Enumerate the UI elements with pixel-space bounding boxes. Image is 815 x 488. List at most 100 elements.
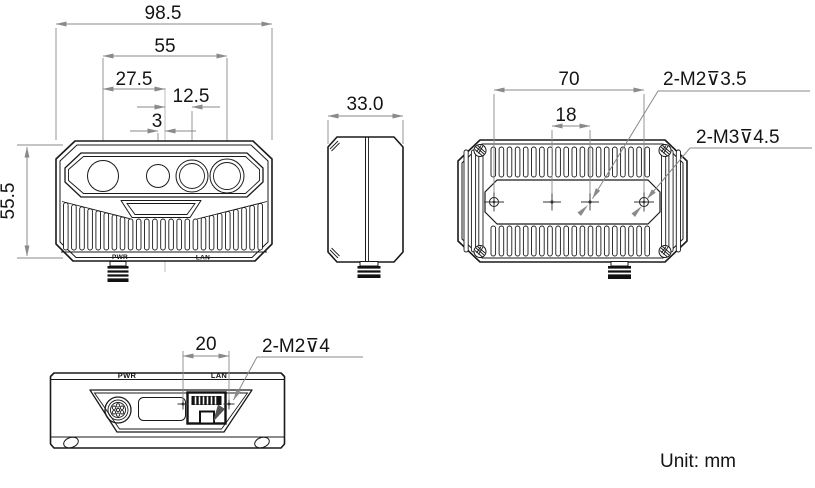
fin [119,216,126,251]
bottom-dimension [182,351,230,400]
m2-hole [223,398,235,410]
m3-hole [634,192,654,212]
fin [490,225,497,257]
fin [644,225,650,257]
bottom-m2-holes [177,398,235,410]
fin [620,146,626,178]
bottom-lan-label: LAN [211,371,227,380]
screw-icon [473,245,487,258]
fin-boundary-right [196,201,268,220]
fin [79,206,85,251]
fin [498,146,505,178]
bottom-view: PWR LAN [49,334,363,449]
fin [168,218,174,251]
front-heatsink-fins [63,202,263,251]
callout-m2-bottom-text: 2-M2⊽4 [262,336,330,357]
back-callout-m2: 2-M2⊽3.5 [577,69,810,216]
fin [595,146,602,178]
back-mounting-plate [484,179,661,225]
dim-lens1-center: 27.5 [116,69,153,90]
fin [225,210,231,251]
back-view: 70 18 2-M2⊽3.5 [457,69,812,279]
foot-left [63,436,79,449]
m2-hole [581,193,599,211]
foot-right [254,436,270,449]
bottom-callout-m2: 2-M2⊽4 [213,336,363,422]
side-corner-mark-bottom2 [331,247,340,257]
dim-overall-width: 98.5 [145,3,182,24]
fin [192,218,199,251]
fin [135,218,142,251]
fin [103,212,110,251]
fin [241,206,247,251]
back-fins-left [463,149,484,253]
fin [257,202,263,251]
fin [555,225,561,257]
lens-4 [209,158,245,194]
dim-screw-span: 20 [195,334,216,355]
side-power-connector [357,261,381,278]
fin [463,149,469,253]
m3-hole [484,192,504,212]
back-dimension-lines [493,87,645,129]
m2-hole [543,193,561,211]
front-power-connector [107,261,129,282]
bottom-blank-plate [138,397,186,421]
m3-reverse-arrow [631,206,642,217]
fin [470,149,477,253]
fin [620,225,626,257]
fin [522,225,529,257]
fin [668,149,674,253]
fin [531,146,537,178]
dim-lens-span: 55 [154,36,175,57]
fin [531,225,537,257]
fin [478,149,484,253]
dim-small-lens-offset: 3 [152,111,163,132]
m2-reverse-arrow [577,205,588,216]
fin [63,202,69,251]
back-power-connector [608,261,631,279]
fin [603,146,610,178]
fin [249,204,255,251]
fin [563,225,569,257]
fin [127,218,134,251]
fin [208,214,215,251]
dim-height: 55.5 [0,183,19,220]
lens-small [146,164,170,188]
side-view: 33.0 [327,94,404,278]
fin [603,225,610,257]
m2-second-arrow [213,404,225,422]
back-mounting-holes [484,192,654,212]
back-corner-screws [473,144,672,258]
back-fins-top [490,146,650,178]
fin [184,218,191,251]
front-lens-window [64,152,264,198]
front-center-plate [120,200,202,218]
fin [152,218,158,251]
fin [87,208,93,251]
screw-icon [658,144,672,157]
fin [95,210,101,251]
callout-m3-text: 2-M3⊽4.5 [696,127,780,148]
fin [514,146,521,178]
fin [555,146,561,178]
fin [563,146,569,178]
fin [71,204,77,251]
lens-1 [87,160,119,192]
lens-3 [175,159,209,193]
fin [522,146,529,178]
fin [539,146,545,178]
side-device-outline [327,136,404,263]
dim-depth: 33.0 [347,94,384,115]
fin [547,225,553,257]
fin [514,225,521,257]
fin [587,225,594,257]
fin [579,225,586,257]
fin [160,218,166,251]
screw-icon [658,245,672,258]
fin [628,146,634,178]
lens-3-inner [179,163,205,189]
rj45-pins [191,396,222,405]
